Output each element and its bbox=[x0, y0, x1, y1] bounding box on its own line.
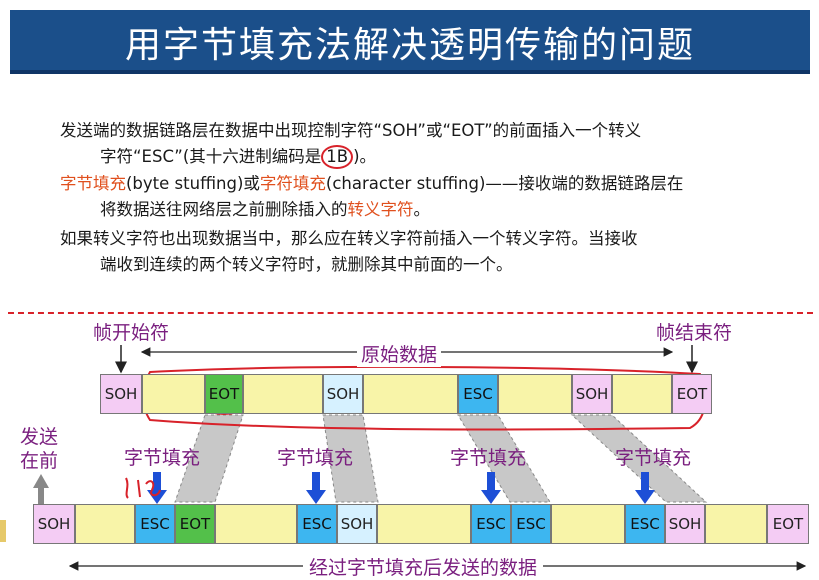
slide-title-bar: 用字节填充法解决透明传输的问题 bbox=[10, 10, 810, 74]
bottom-eot-end: EOT bbox=[767, 504, 809, 544]
insert-arrow-4 bbox=[635, 472, 655, 504]
top-data-seg-5 bbox=[612, 374, 672, 414]
term-escape-char: 转义字符 bbox=[347, 200, 414, 219]
bottom-soh-in-data-2: SOH bbox=[665, 504, 705, 544]
send-first-line-1: 发送 bbox=[20, 426, 59, 448]
top-eot-in-data: EOT bbox=[205, 374, 243, 414]
slide-title: 用字节填充法解决透明传输的问题 bbox=[124, 25, 695, 66]
paragraph-2: 字节填充(byte stuffing)或字符填充(character stuff… bbox=[60, 171, 780, 223]
p2-mid-2: (character stuffing)——接收端的数据链路层在 bbox=[325, 174, 684, 193]
send-first-up-arrow bbox=[33, 474, 49, 512]
bottom-data-seg-3 bbox=[377, 504, 471, 544]
left-edge-marker bbox=[0, 520, 6, 542]
frame-end-label: 帧结束符 bbox=[656, 322, 733, 344]
stuffing-label-1: 字节填充 bbox=[124, 447, 201, 469]
original-data-label: 原始数据 bbox=[357, 340, 442, 367]
top-data-seg-2 bbox=[243, 374, 323, 414]
p1-line2-post: )。 bbox=[353, 147, 377, 166]
bottom-data-seg-5 bbox=[705, 504, 767, 544]
bottom-esc-inserted-4: ESC bbox=[625, 504, 665, 544]
top-data-seg-3 bbox=[363, 374, 458, 414]
top-data-seg-1 bbox=[142, 374, 205, 414]
p2-line2-pre: 将数据送往网络层之前删除插入的 bbox=[100, 200, 348, 219]
bottom-esc-in-data: ESC bbox=[511, 504, 551, 544]
top-eot-end: EOT bbox=[672, 374, 712, 414]
paragraph-2-line-1: 字节填充(byte stuffing)或字符填充(character stuff… bbox=[60, 171, 780, 197]
insert-arrow-2 bbox=[306, 472, 326, 504]
top-data-seg-4 bbox=[498, 374, 572, 414]
annotation-scribble bbox=[125, 477, 161, 499]
top-soh-in-data-2: SOH bbox=[572, 374, 612, 414]
bottom-eot-in-data: EOT bbox=[175, 504, 215, 544]
bottom-esc-inserted-2: ESC bbox=[297, 504, 337, 544]
p1-line2-pre: 字符“ESC”(其十六进制编码是 bbox=[100, 147, 322, 166]
term-byte-stuffing: 字节填充 bbox=[60, 174, 126, 193]
p2-line2-post: 。 bbox=[413, 200, 431, 219]
insert-arrow-1 bbox=[147, 472, 167, 504]
paragraph-1: 发送端的数据链路层在数据中出现控制字符“SOH”或“EOT”的前面插入一个转义 … bbox=[60, 118, 780, 170]
sent-data-label: 经过字节填充后发送的数据 bbox=[303, 553, 544, 580]
paragraph-3-line-2: 端收到连续的两个转义字符时，就删除其中前面的一个。 bbox=[100, 255, 513, 274]
bottom-data-seg-1 bbox=[75, 504, 135, 544]
mapping-shape-4 bbox=[570, 414, 708, 503]
bottom-data-seg-4 bbox=[551, 504, 625, 544]
top-esc-in-data: ESC bbox=[458, 374, 498, 414]
paragraph-1-line-1: 发送端的数据链路层在数据中出现控制字符“SOH”或“EOT”的前面插入一个转义 bbox=[60, 121, 642, 140]
send-first-label: 发送 在前 bbox=[20, 425, 58, 473]
paragraph-3-line-1: 如果转义字符也出现数据当中，那么应在转义字符前插入一个转义字符。当接收 bbox=[60, 229, 638, 248]
stuffing-label-3: 字节填充 bbox=[450, 447, 527, 469]
paragraph-3: 如果转义字符也出现数据当中，那么应在转义字符前插入一个转义字符。当接收 端收到连… bbox=[60, 226, 780, 278]
bottom-data-seg-2 bbox=[215, 504, 297, 544]
stuffing-label-4: 字节填充 bbox=[615, 447, 692, 469]
bottom-soh-in-data: SOH bbox=[337, 504, 377, 544]
bottom-esc-inserted-1: ESC bbox=[135, 504, 175, 544]
paragraph-2-line-2: 将数据送往网络层之前删除插入的转义字符。 bbox=[60, 197, 780, 223]
stuffing-label-2: 字节填充 bbox=[277, 447, 354, 469]
top-soh-in-data: SOH bbox=[323, 374, 363, 414]
hex-code-circled: 1B bbox=[321, 145, 354, 169]
mapping-shape-1 bbox=[174, 414, 244, 503]
send-first-line-2: 在前 bbox=[20, 450, 59, 472]
section-divider bbox=[8, 312, 813, 314]
top-soh-start: SOH bbox=[100, 374, 142, 414]
frame-start-label: 帧开始符 bbox=[93, 322, 170, 344]
bottom-esc-inserted-3: ESC bbox=[471, 504, 511, 544]
mapping-shape-2 bbox=[322, 414, 379, 503]
p2-mid-1: (byte stuffing)或 bbox=[126, 174, 260, 193]
insert-arrow-3 bbox=[481, 472, 501, 504]
bottom-soh-start: SOH bbox=[33, 504, 75, 544]
term-character-stuffing: 字符填充 bbox=[259, 174, 326, 193]
mapping-shape-3 bbox=[457, 414, 551, 503]
